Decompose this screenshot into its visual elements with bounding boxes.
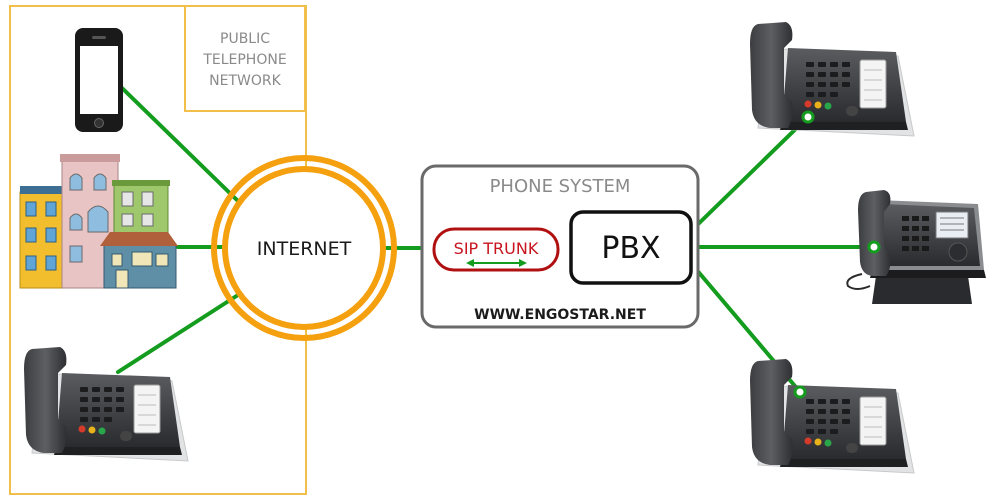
link-smartphone-internet bbox=[120, 86, 242, 205]
pbx-box bbox=[569, 210, 693, 285]
public-network-label-box bbox=[184, 5, 306, 112]
desk-phone-icon bbox=[846, 190, 986, 304]
phone-system-box bbox=[420, 164, 700, 329]
desk-phone-icon bbox=[749, 358, 915, 474]
pbx-label: PBX bbox=[601, 231, 660, 266]
public-network-line2: TELEPHONE bbox=[202, 52, 286, 68]
public-network-line1: PUBLIC bbox=[220, 31, 270, 47]
sip-trunk-box bbox=[432, 227, 560, 272]
internet-label: INTERNET bbox=[257, 238, 352, 260]
link-deskphone-internet bbox=[116, 293, 240, 374]
phone-system-title: PHONE SYSTEM bbox=[490, 176, 631, 197]
connection-endpoints bbox=[793, 110, 881, 399]
internet-node: INTERNET bbox=[211, 155, 397, 341]
smartphone-icon bbox=[75, 28, 123, 132]
sip-trunk-label: SIP TRUNK bbox=[454, 239, 539, 258]
bidirectional-arrow-icon bbox=[466, 259, 527, 267]
website-label: WWW.ENGOSTAR.NET bbox=[474, 307, 646, 323]
public-network-line3: NETWORK bbox=[209, 73, 281, 89]
buildings-icon bbox=[19, 154, 178, 289]
desk-phone-icon bbox=[749, 21, 915, 137]
desk-phone-icon bbox=[23, 346, 189, 462]
link-pbx-phone-top bbox=[688, 115, 810, 234]
